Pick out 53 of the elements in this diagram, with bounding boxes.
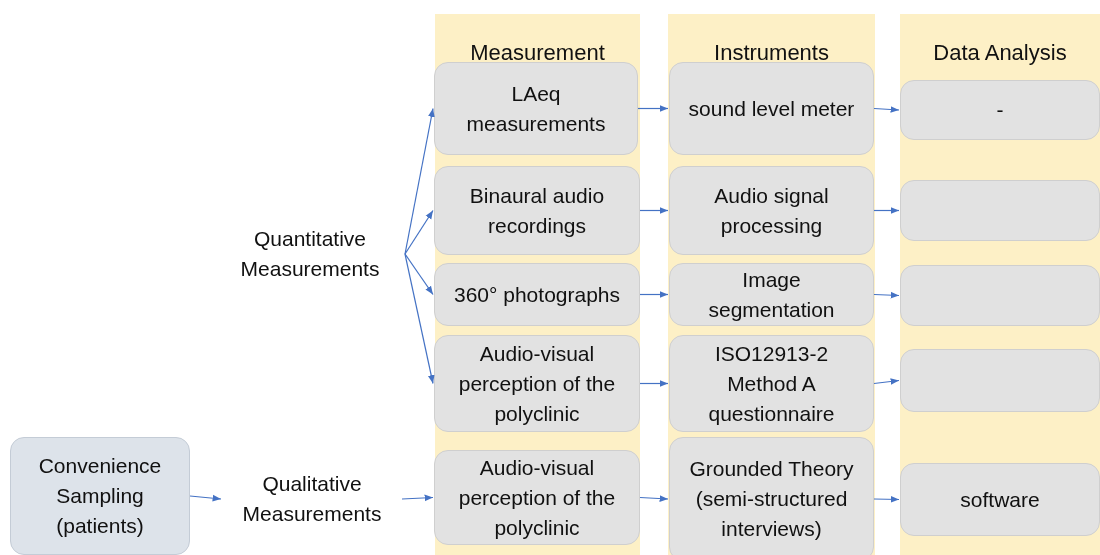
column-header: Instruments: [714, 40, 829, 66]
arrow: [639, 291, 669, 298]
process-box: [669, 166, 874, 255]
node-text: ISO12913-2 Method A questionnaire: [707, 340, 836, 427]
process-box: [434, 335, 640, 432]
column-header: Data Analysis: [933, 40, 1067, 66]
arrow: [637, 105, 669, 112]
process-box: [669, 335, 874, 432]
arrow: [873, 106, 900, 113]
node-text: Quantitative Measurements: [239, 226, 381, 282]
arrow: [189, 494, 222, 502]
process-box: [10, 437, 190, 555]
empty-box: [900, 349, 1100, 412]
node-text: sound level meter: [688, 95, 855, 122]
empty-box: [900, 265, 1100, 326]
node-text: Binaural audio recordings: [468, 182, 606, 239]
node-text: Audio signal processing: [713, 182, 830, 239]
node-text: LAeq measurements: [465, 80, 607, 137]
arrow: [404, 107, 435, 255]
arrow: [404, 253, 435, 385]
arrow: [401, 494, 434, 502]
column-band: [435, 14, 640, 555]
node-text: Grounded Theory (semi-structured interviews): [688, 456, 855, 542]
node-text: Convenience Sampling (patients): [37, 453, 163, 539]
arrow: [404, 253, 434, 296]
node-text: 360° photographs: [454, 281, 620, 308]
arrow: [873, 495, 900, 503]
column-band: [900, 14, 1100, 555]
process-box: [434, 263, 640, 326]
arrow: [639, 207, 669, 214]
node-text: software: [960, 486, 1040, 513]
empty-box: [900, 180, 1100, 241]
process-box: [669, 437, 874, 555]
node-text: Image segmentation: [707, 266, 836, 323]
column-band: [668, 14, 875, 555]
arrow: [639, 495, 669, 502]
process-box: [669, 62, 874, 155]
arrow: [639, 380, 669, 387]
node-text: Qualitative Measurements: [241, 471, 383, 527]
arrow: [873, 378, 900, 385]
arrow: [873, 207, 900, 214]
process-box: [669, 263, 874, 326]
column-header: Measurement: [470, 40, 605, 66]
process-box: [900, 463, 1100, 536]
process-box: [434, 450, 640, 545]
node-text: -: [996, 97, 1004, 123]
arrow: [873, 291, 900, 299]
node-text: Audio-visual perception of the polyclinic: [457, 340, 617, 427]
node-text: Audio-visual perception of the polyclinic: [457, 454, 617, 541]
process-box: [434, 166, 640, 255]
process-box: [434, 62, 638, 155]
arrow: [404, 209, 434, 255]
process-box: [900, 80, 1100, 140]
